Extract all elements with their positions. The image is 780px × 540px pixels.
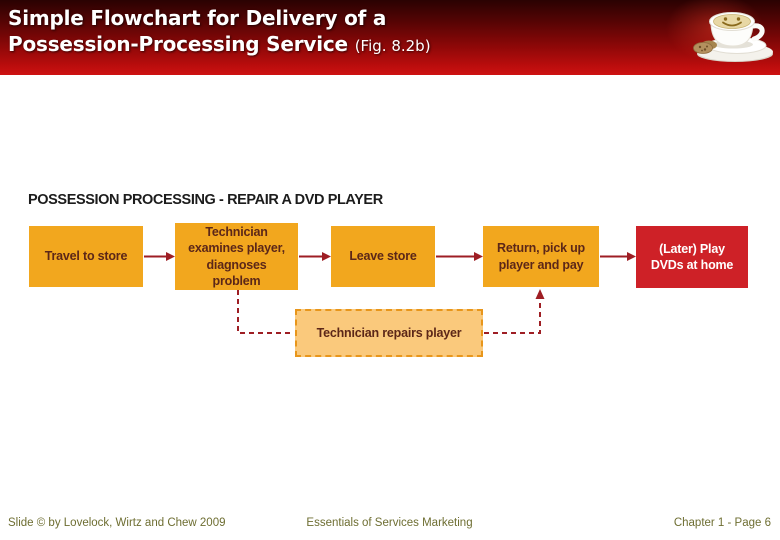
page-title-line1: Simple Flowchart for Delivery of a [8,6,387,30]
flow-step-label: Travel to store [44,249,128,264]
figure-reference: (Fig. 8.2b) [354,37,431,55]
page-title-line2: Possession-Processing Service (Fig. 8.2b… [8,32,431,56]
flow-step-leave-store: Leave store [331,226,435,287]
footer-book-title: Essentials of Services Marketing [306,517,473,529]
flowchart-heading: POSSESSION PROCESSING - REPAIR A DVD PLA… [28,192,383,208]
flow-step-label: Technician examines player, diagnoses pr… [188,225,285,288]
flow-step-technician-repairs: Technician repairs player [295,309,483,357]
flow-step-label: Leave store [349,249,417,264]
flow-step-travel-to-store: Travel to store [29,226,143,287]
page-title: Simple Flowchart for Delivery of a Posse… [8,5,431,59]
footer: Slide © by Lovelock, Wirtz and Chew 2009… [0,517,780,529]
flow-step-label: Return, pick up player and pay [497,241,585,272]
flow-step-play-dvds: (Later) Play DVDs at home [636,226,748,288]
footer-copyright: Slide © by Lovelock, Wirtz and Chew 2009 [8,517,226,529]
flow-step-technician-examines: Technician examines player, diagnoses pr… [175,223,298,290]
coffee-cup-image [693,12,773,62]
footer-page-number: Chapter 1 - Page 6 [673,517,771,529]
header-band: Simple Flowchart for Delivery of a Posse… [0,0,780,75]
flow-step-return-pick-up: Return, pick up player and pay [483,226,599,287]
flow-step-label: Technician repairs player [316,325,462,340]
flow-step-label: (Later) Play DVDs at home [650,241,734,272]
